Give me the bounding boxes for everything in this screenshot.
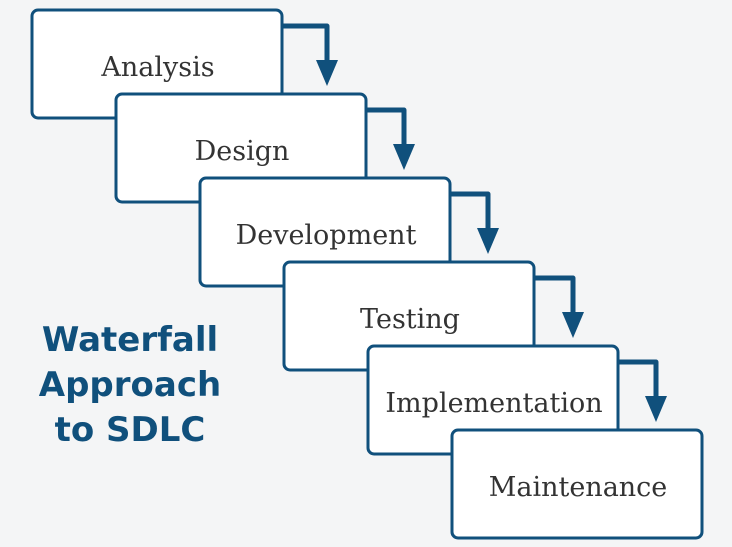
step-testing: Testing <box>282 260 536 372</box>
step-maintenance: Maintenance <box>450 428 704 540</box>
step-label: Testing <box>360 304 460 335</box>
connector-arrow <box>282 23 338 86</box>
step-boxes: Analysis Design Development Testing Impl… <box>30 8 704 540</box>
step-label: Maintenance <box>489 472 668 503</box>
step-label: Development <box>236 220 417 251</box>
step-implementation: Implementation <box>366 344 620 456</box>
diagram-title: Waterfall Approach to SDLC <box>0 318 260 453</box>
step-label: Analysis <box>100 52 214 83</box>
step-connectors <box>282 23 667 422</box>
connector-arrow <box>450 191 499 254</box>
connector-arrow <box>366 107 415 170</box>
title-line: Approach <box>38 365 222 405</box>
title-line: to SDLC <box>54 410 206 450</box>
step-design: Design <box>114 92 368 204</box>
connector-arrow <box>618 359 667 422</box>
connector-arrow <box>534 275 584 338</box>
step-development: Development <box>198 176 452 288</box>
title-line: Waterfall <box>41 320 219 360</box>
step-label: Design <box>195 136 290 167</box>
step-label: Implementation <box>385 388 602 419</box>
